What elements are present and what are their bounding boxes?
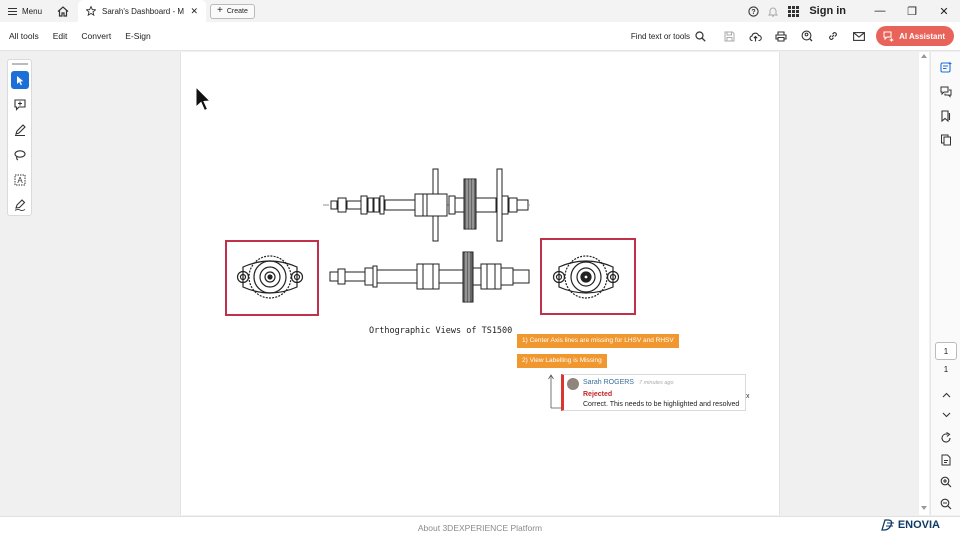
right-hub-view-drawing: [552, 255, 620, 299]
ai-summary-icon[interactable]: [936, 57, 956, 77]
text-box-tool-button[interactable]: A: [11, 171, 29, 189]
footer: About 3DEXPERIENCE Platform ENOVIA: [0, 516, 960, 540]
toolbar-item-edit[interactable]: Edit: [52, 31, 68, 41]
pen-icon: [15, 124, 26, 136]
panel-grip[interactable]: [12, 63, 28, 65]
vertical-scrollbar[interactable]: [919, 52, 929, 515]
lhsv-annotation-frame[interactable]: [225, 240, 319, 316]
scroll-up-icon[interactable]: [921, 54, 927, 58]
title-bar: Menu Sarah's Dashboard - My ... ✕ + Crea…: [0, 0, 960, 22]
print-icon[interactable]: [768, 23, 794, 49]
plus-icon: +: [217, 5, 223, 16]
zoom-in-icon[interactable]: [936, 472, 956, 492]
svg-text:A: A: [17, 176, 23, 185]
home-button[interactable]: [50, 0, 76, 22]
comment-plus-icon: [14, 99, 26, 111]
rotate-icon[interactable]: [936, 428, 956, 448]
copy-pages-icon[interactable]: [936, 130, 956, 150]
shaft-top-view-drawing: [323, 168, 531, 242]
signature-pen-icon: [14, 199, 26, 211]
enovia-logo: ENOVIA: [880, 519, 940, 531]
toolbar-item-all-tools[interactable]: All tools: [9, 31, 39, 41]
drawing-caption: Orthographic Views of TS1500: [369, 326, 513, 336]
link-icon[interactable]: [820, 23, 846, 49]
sign-in-button[interactable]: Sign in: [809, 5, 846, 17]
toolbar-item-convert[interactable]: Convert: [81, 31, 112, 41]
bell-icon[interactable]: [763, 6, 783, 17]
browser-tab[interactable]: Sarah's Dashboard - My ... ✕: [78, 0, 207, 22]
star-icon[interactable]: [86, 6, 97, 16]
toolbar-item-e-sign[interactable]: E-Sign: [125, 31, 151, 41]
lasso-icon: [14, 150, 26, 161]
toolbar-menu: All tools Edit Convert E-Sign: [0, 31, 151, 41]
close-tab-icon[interactable]: ✕: [190, 5, 199, 16]
close-comment-icon[interactable]: x: [746, 393, 750, 400]
toolbar: All tools Edit Convert E-Sign Find text …: [0, 22, 960, 51]
apps-grid-icon[interactable]: [783, 5, 803, 17]
left-hub-view-drawing: [236, 255, 304, 299]
comment-status: Rejected: [583, 391, 613, 398]
text-box-icon: A: [14, 174, 26, 186]
cursor-arrow-icon: [17, 75, 24, 85]
svg-text:?: ?: [751, 9, 755, 16]
review-note-1[interactable]: 1) Center Axis lines are missing for LHS…: [517, 334, 679, 348]
home-icon: [57, 5, 69, 17]
zoom-out-icon[interactable]: [936, 494, 956, 514]
quick-tools-panel: A: [7, 59, 32, 216]
search-icon: [695, 30, 706, 42]
mail-icon[interactable]: [846, 23, 872, 49]
scroll-down-icon[interactable]: [921, 506, 927, 510]
shaft-front-view-drawing: [329, 251, 530, 303]
close-window-icon[interactable]: ✕: [939, 5, 949, 18]
sign-tool-button[interactable]: [11, 196, 29, 214]
menu-button[interactable]: Menu: [0, 0, 50, 22]
ds-logo-icon: [880, 519, 894, 531]
comment-time: 7 minutes ago: [639, 380, 674, 386]
menu-label: Menu: [22, 6, 43, 16]
find-person-icon[interactable]: [794, 23, 820, 49]
create-label: Create: [226, 7, 248, 15]
add-comment-tool-button[interactable]: [11, 96, 29, 114]
current-page-input[interactable]: 1: [935, 342, 957, 360]
select-tool-button[interactable]: [11, 71, 29, 89]
help-icon[interactable]: ?: [743, 5, 763, 17]
avatar: [567, 378, 579, 390]
previous-page-icon[interactable]: [936, 385, 956, 405]
total-pages: 1: [943, 365, 949, 374]
review-comment[interactable]: Sarah ROGERS 7 minutes ago Rejected Corr…: [561, 374, 746, 411]
find-label: Find text or tools: [630, 31, 691, 41]
comment-text: Correct. This needs to be highlighted an…: [583, 401, 740, 408]
upload-cloud-icon[interactable]: [742, 23, 768, 49]
comment-connector-arrow: [548, 374, 561, 409]
page-settings-icon[interactable]: [936, 450, 956, 470]
review-note-2[interactable]: 2) View Labelling is Missing: [517, 354, 607, 368]
highlight-tool-button[interactable]: [11, 121, 29, 139]
comments-panel-icon[interactable]: [936, 82, 956, 102]
tab-title: Sarah's Dashboard - My ...: [102, 6, 185, 16]
comment-author: Sarah ROGERS: [583, 379, 634, 386]
next-page-icon[interactable]: [936, 405, 956, 425]
ai-sparkle-icon: [883, 31, 895, 42]
create-button[interactable]: + Create: [210, 3, 255, 19]
right-rail: 1 1: [930, 52, 960, 515]
save-icon[interactable]: [716, 23, 742, 49]
about-platform-link[interactable]: About 3DEXPERIENCE Platform: [417, 523, 543, 533]
document-page: Orthographic Views of TS1500 1) Center A…: [180, 52, 780, 515]
draw-tool-button[interactable]: [11, 146, 29, 164]
ai-assistant-label: AI Assistant: [899, 31, 945, 41]
hamburger-icon: [8, 7, 17, 15]
restore-icon[interactable]: ❐: [907, 5, 917, 18]
ai-assistant-button[interactable]: AI Assistant: [876, 26, 954, 46]
find-text-button[interactable]: Find text or tools: [630, 30, 706, 42]
rhsv-annotation-frame[interactable]: [540, 238, 636, 315]
mouse-pointer-icon: [195, 86, 211, 112]
bookmark-icon[interactable]: [936, 106, 956, 126]
brand-name: ENOVIA: [897, 519, 940, 531]
minimize-icon[interactable]: —: [874, 5, 886, 17]
